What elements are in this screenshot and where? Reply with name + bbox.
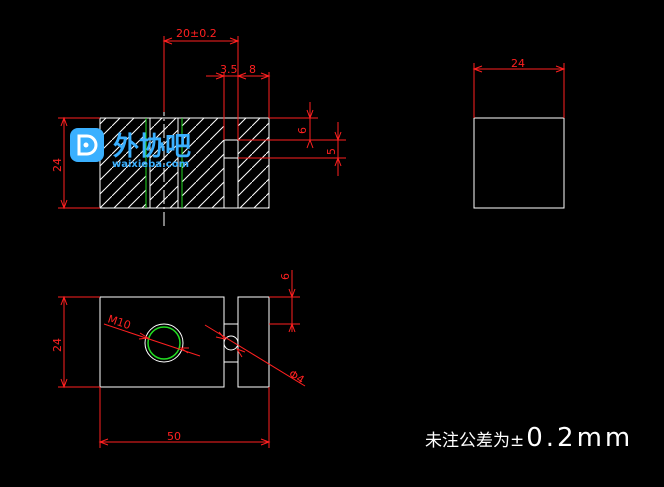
dim-right-6: 6: [296, 127, 309, 134]
dim-right-5: 5: [325, 148, 338, 155]
watermark-url: waixieba.com: [112, 159, 189, 170]
dim-side-width: 24: [511, 57, 525, 70]
front-outline-right: [237, 117, 270, 209]
front-section-view: [99, 102, 270, 228]
front-outline-left: [99, 117, 225, 209]
tolerance-note-value: 0.2mm: [526, 423, 633, 453]
top-outline-right: [237, 296, 270, 388]
watermark-title: 外协吧: [113, 132, 191, 162]
tolerance-note-prefix: 未注公差为±: [425, 431, 524, 451]
threaded-hole-outer: [144, 323, 184, 363]
top-view: [99, 296, 270, 388]
right-block-hatch: [238, 118, 269, 208]
dim-slot-b: 8: [249, 63, 256, 76]
small-hole: [223, 335, 239, 351]
d-logo-icon: [70, 128, 104, 162]
side-view: [473, 117, 565, 209]
dim-slot-offset: 20±0.2: [176, 27, 217, 40]
top-dimensions: [58, 270, 306, 448]
dim-top-right-6: 6: [279, 273, 292, 280]
front-dimensions: [58, 36, 346, 210]
dim-hole: Φ4: [286, 367, 306, 386]
slot-outline: [223, 139, 239, 159]
side-outline: [473, 117, 565, 209]
dim-top-height: 24: [51, 338, 64, 352]
side-dimensions: [472, 63, 566, 118]
top-outline-left: [99, 296, 225, 388]
dim-length: 50: [167, 430, 181, 443]
threaded-hole-inner: [147, 326, 181, 360]
slot-pocket: [224, 140, 238, 158]
tolerance-note: 未注公差为±0.2mm: [425, 423, 633, 453]
dim-slot-a: 3.5: [220, 63, 238, 76]
dim-height-front: 24: [51, 158, 64, 172]
watermark: 外协吧 waixieba.com: [70, 128, 191, 170]
